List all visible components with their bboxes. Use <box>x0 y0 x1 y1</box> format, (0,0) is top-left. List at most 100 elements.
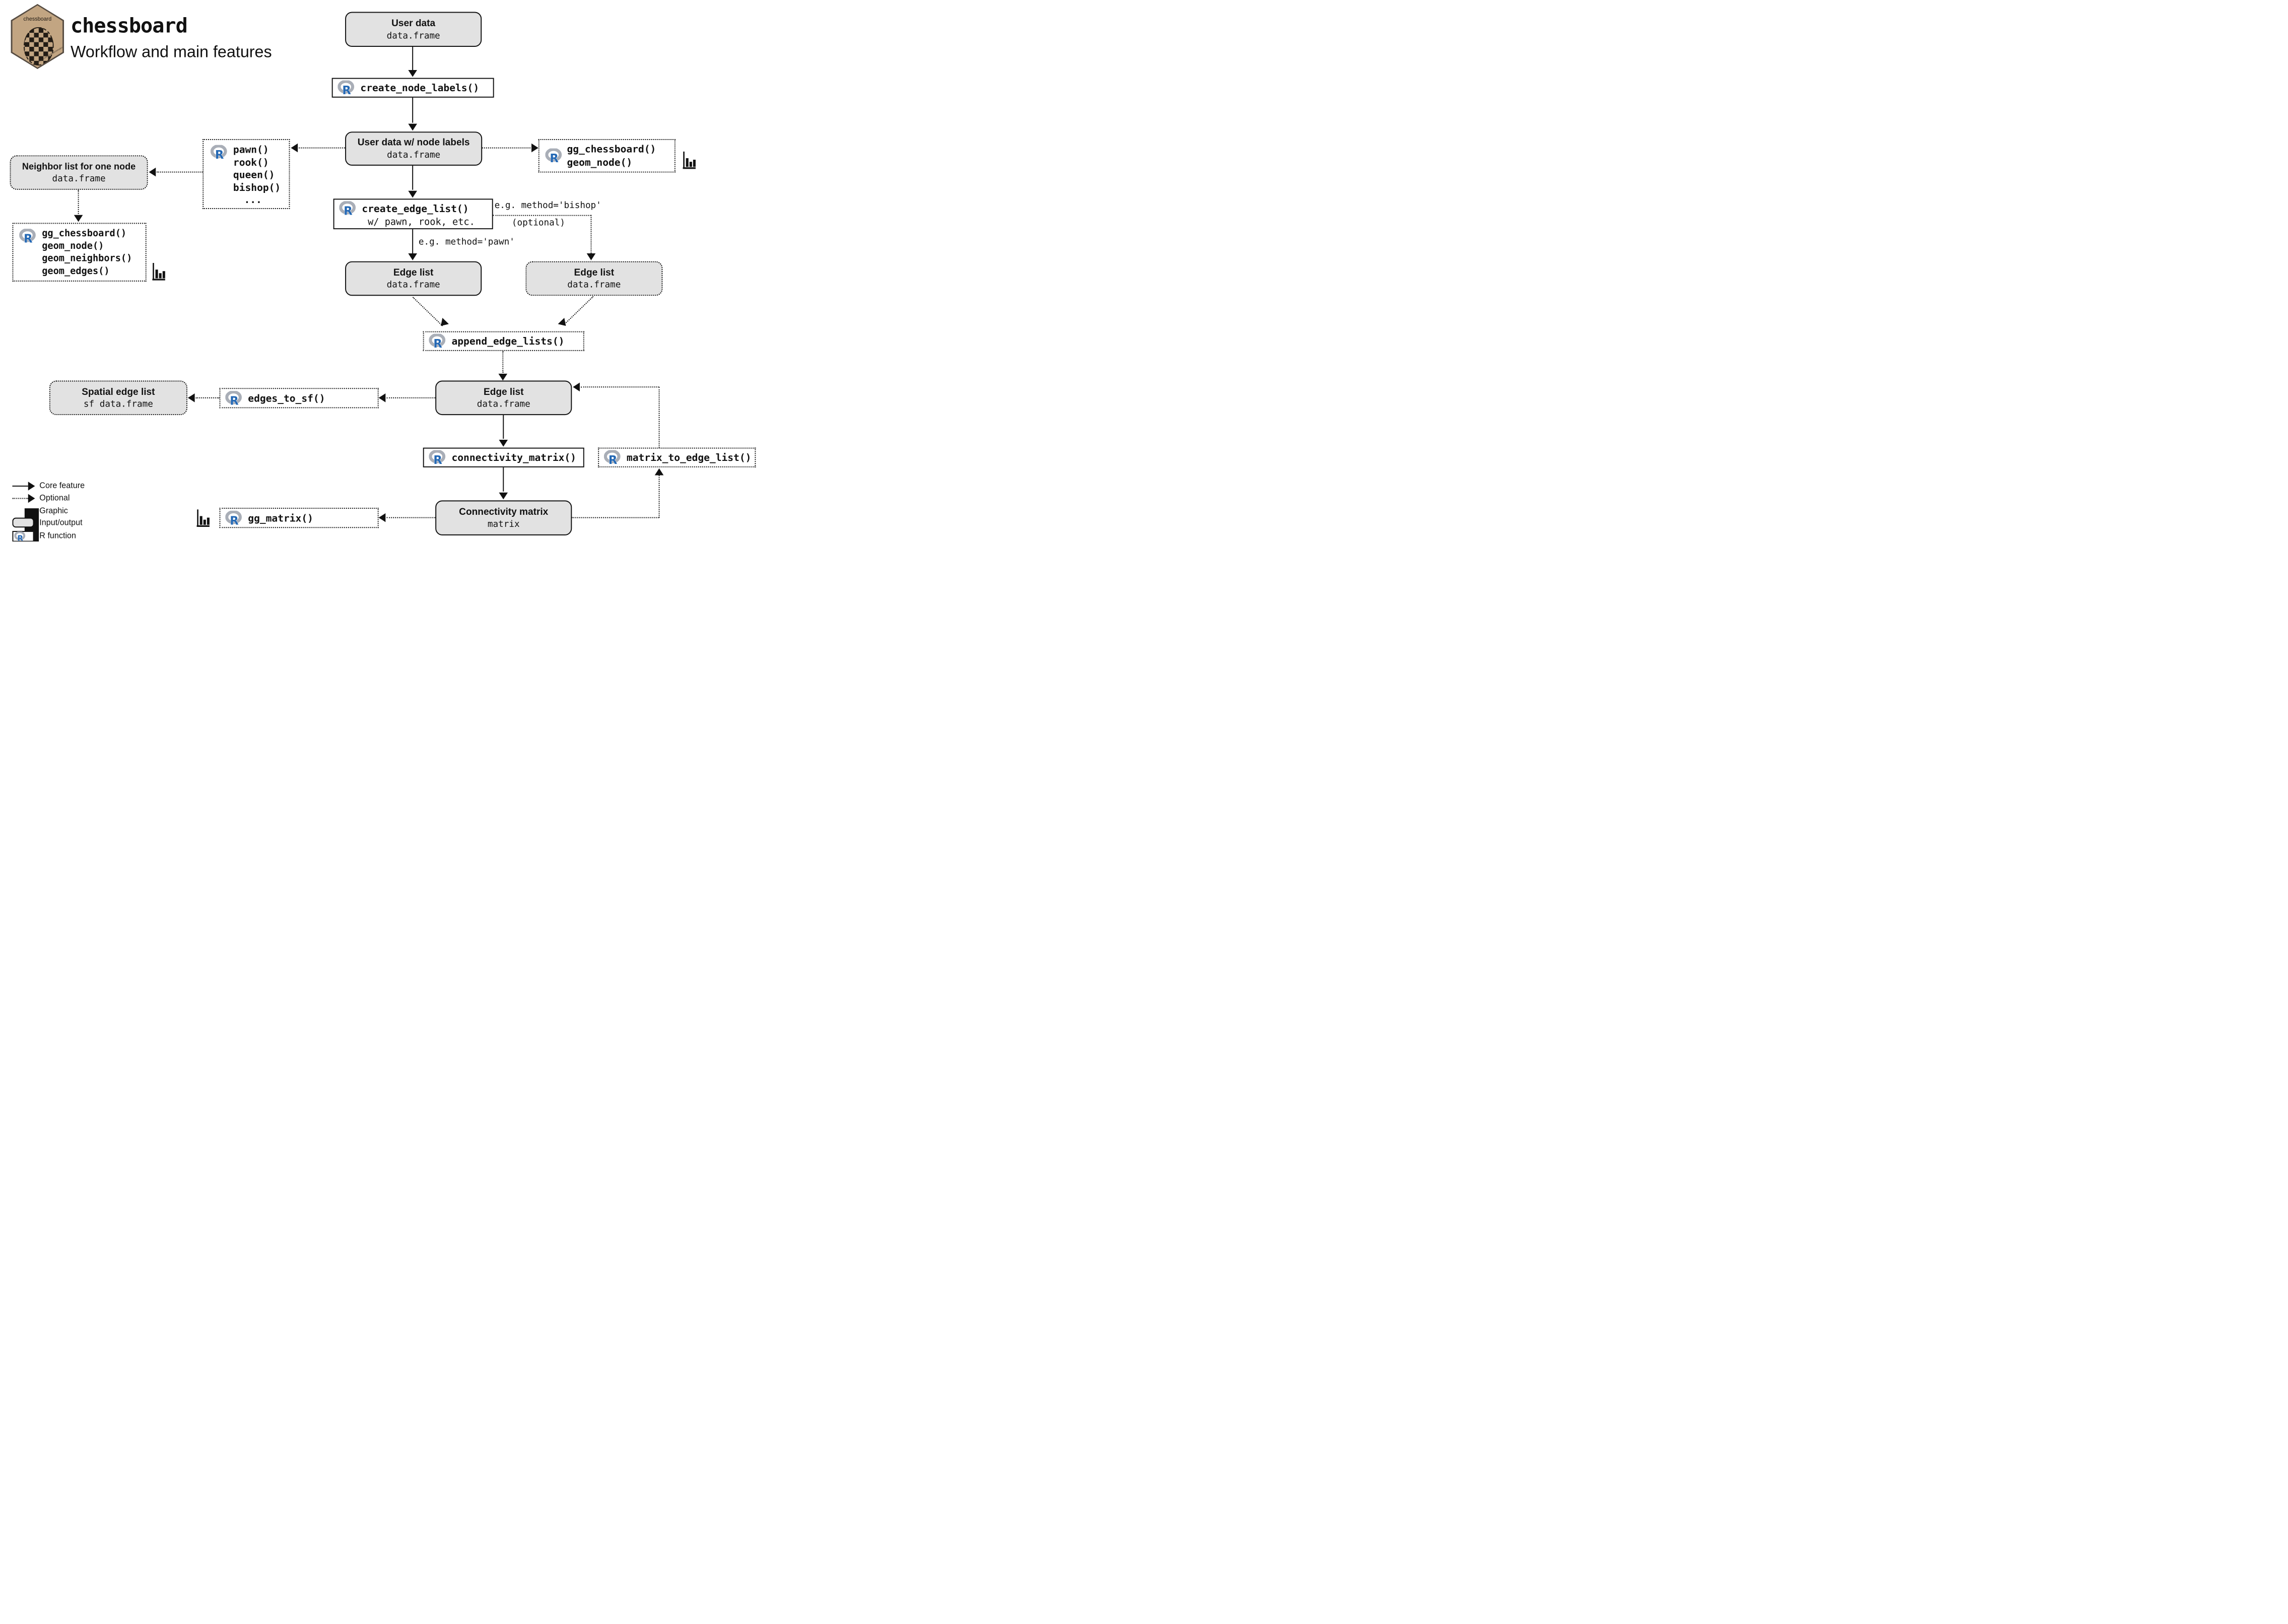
fn-label: geom_node() <box>42 240 104 251</box>
svg-text:R: R <box>433 454 442 465</box>
connector-connmatrix-matrixtoedge-h <box>572 517 659 518</box>
page-subtitle: Workflow and main features <box>70 42 272 61</box>
node-spatial-edge-list: Spatial edge list sf data.frame <box>49 380 187 416</box>
node-subtitle: data.frame <box>386 30 440 41</box>
legend-graphic-swatch <box>15 503 163 542</box>
arrowhead-right-icon <box>28 494 35 503</box>
fn-label: create_node_labels() <box>360 82 480 94</box>
fn-moves-list: pawn() rook() queen() bishop() ... <box>233 144 281 207</box>
svg-text:R: R <box>215 149 224 160</box>
fn-label: ... <box>244 193 262 206</box>
legend-r-function-swatch: R <box>12 531 34 542</box>
r-logo-icon: R <box>339 200 357 218</box>
node-subtitle: matrix <box>487 519 520 529</box>
node-title: Edge list <box>574 267 615 278</box>
connector-edgelistmain-connmatrixfn <box>503 415 504 439</box>
arrowhead-left-icon <box>378 393 386 402</box>
fn-create-node-labels: R create_node_labels() <box>331 78 494 98</box>
arrowhead-right-icon <box>28 482 35 491</box>
r-logo-icon: R <box>603 449 622 467</box>
r-logo-icon: R <box>225 510 243 527</box>
fn-label: geom_node() <box>567 156 633 168</box>
svg-text:R: R <box>342 84 351 95</box>
node-title: Edge list <box>393 267 434 278</box>
node-neighbor-list: Neighbor list for one node data.frame <box>10 155 148 190</box>
arrowhead-down-icon <box>498 373 508 381</box>
logo-chessboard-icon <box>23 27 54 66</box>
fn-gg-matrix: R gg_matrix() <box>219 508 379 528</box>
node-title: Neighbor list for one node <box>22 161 136 172</box>
fn-label: matrix_to_edge_list() <box>626 451 752 463</box>
arrowhead-down-icon <box>408 253 417 260</box>
r-logo-icon: R <box>210 144 228 162</box>
node-user-data-node-labels: User data w/ node labels data.frame <box>345 131 483 166</box>
fn-edges-to-sf: R edges_to_sf() <box>219 388 379 409</box>
node-title: Connectivity matrix <box>459 506 549 517</box>
connector-bishop-vertical <box>590 215 592 254</box>
node-title: Edge list <box>483 386 524 397</box>
arrowhead-down-icon <box>499 440 508 447</box>
node-subtitle: data.frame <box>386 280 440 290</box>
arrowhead-left-icon <box>573 382 580 392</box>
connector-createnodelabels-userdatalabels <box>412 97 414 123</box>
connector-matrixtoedge-edgelist-v <box>658 387 660 448</box>
node-edge-list-right: Edge list data.frame <box>525 261 663 296</box>
fn-label: create_edge_list() <box>362 202 469 215</box>
arrowhead-down-icon <box>586 253 596 260</box>
graphic-icon <box>683 151 696 169</box>
connector-userdata-createnodelabels <box>412 46 414 71</box>
node-title: Spatial edge list <box>82 386 155 397</box>
connector-edgelistmain-edgestosf <box>386 397 436 398</box>
graphic-icon <box>152 262 165 281</box>
legend-core-arrow <box>12 486 28 487</box>
node-edge-list-main: Edge list data.frame <box>435 380 572 416</box>
r-logo-icon: R <box>545 148 563 165</box>
page-title: chessboard <box>70 14 188 38</box>
r-logo-icon: R <box>338 80 355 97</box>
legend-core-feature-label: Core feature <box>39 481 85 490</box>
fn-label: gg_chessboard() <box>567 143 656 155</box>
node-connectivity-matrix: Connectivity matrix matrix <box>435 500 572 535</box>
fn-label: edges_to_sf() <box>248 392 325 404</box>
fn-label: bishop() <box>233 181 281 193</box>
svg-text:R: R <box>344 205 352 216</box>
fn-create-edge-list-row: R create_edge_list() <box>339 200 469 218</box>
fn-create-edge-list: R create_edge_list() w/ pawn, rook, etc. <box>333 198 493 230</box>
fn-label: queen() <box>233 168 275 181</box>
node-subtitle: data.frame <box>567 280 621 290</box>
svg-text:R: R <box>17 533 23 541</box>
fn-append-edge-lists: R append_edge_lists() <box>423 331 584 351</box>
arrowhead-down-icon <box>408 190 417 198</box>
arrowhead-right-icon <box>531 143 539 153</box>
connector-userdatalabels-createedgelist <box>412 165 414 190</box>
legend-graphic-label: Graphic <box>39 506 68 515</box>
fn-matrix-to-edge-list: R matrix_to_edge_list() <box>598 447 756 467</box>
node-edge-list-left: Edge list data.frame <box>345 261 482 296</box>
arrowhead-left-icon <box>378 513 386 522</box>
svg-text:R: R <box>550 152 558 163</box>
fn-label: append_edge_lists() <box>451 335 565 348</box>
annotation-method-bishop: e.g. method='bishop' <box>494 200 601 211</box>
fn-gg-chessboard-full: R gg_chessboard() geom_node() geom_neigh… <box>12 223 147 282</box>
svg-text:R: R <box>609 454 617 465</box>
arrowhead-left-icon <box>187 393 195 402</box>
connector-moves-neighborlist <box>157 171 203 173</box>
svg-text:R: R <box>433 337 442 349</box>
arrowhead-down-icon <box>74 215 83 222</box>
node-title: User data <box>391 18 436 29</box>
legend-input-output-label: Input/output <box>39 518 83 527</box>
r-logo-icon: R <box>14 531 26 542</box>
connector-matrixtoedge-edgelist-h <box>580 386 659 388</box>
fn-label: gg_matrix() <box>248 512 313 524</box>
graphic-icon <box>196 509 210 527</box>
connector-createedgelist-edgelist <box>412 229 414 254</box>
node-subtitle: sf data.frame <box>83 398 153 410</box>
r-logo-icon: R <box>429 333 446 351</box>
legend-r-function-label: R function <box>39 531 77 540</box>
annotation-method-pawn: e.g. method='pawn' <box>418 236 515 247</box>
connector-append-edgelistmain <box>502 351 504 373</box>
node-subtitle: data.frame <box>477 398 530 410</box>
connector-userdatalabels-ggnode <box>482 147 531 149</box>
fn-connectivity-matrix: R connectivity_matrix() <box>423 447 584 467</box>
connector-connmatrix-ggmatrix <box>386 517 436 518</box>
